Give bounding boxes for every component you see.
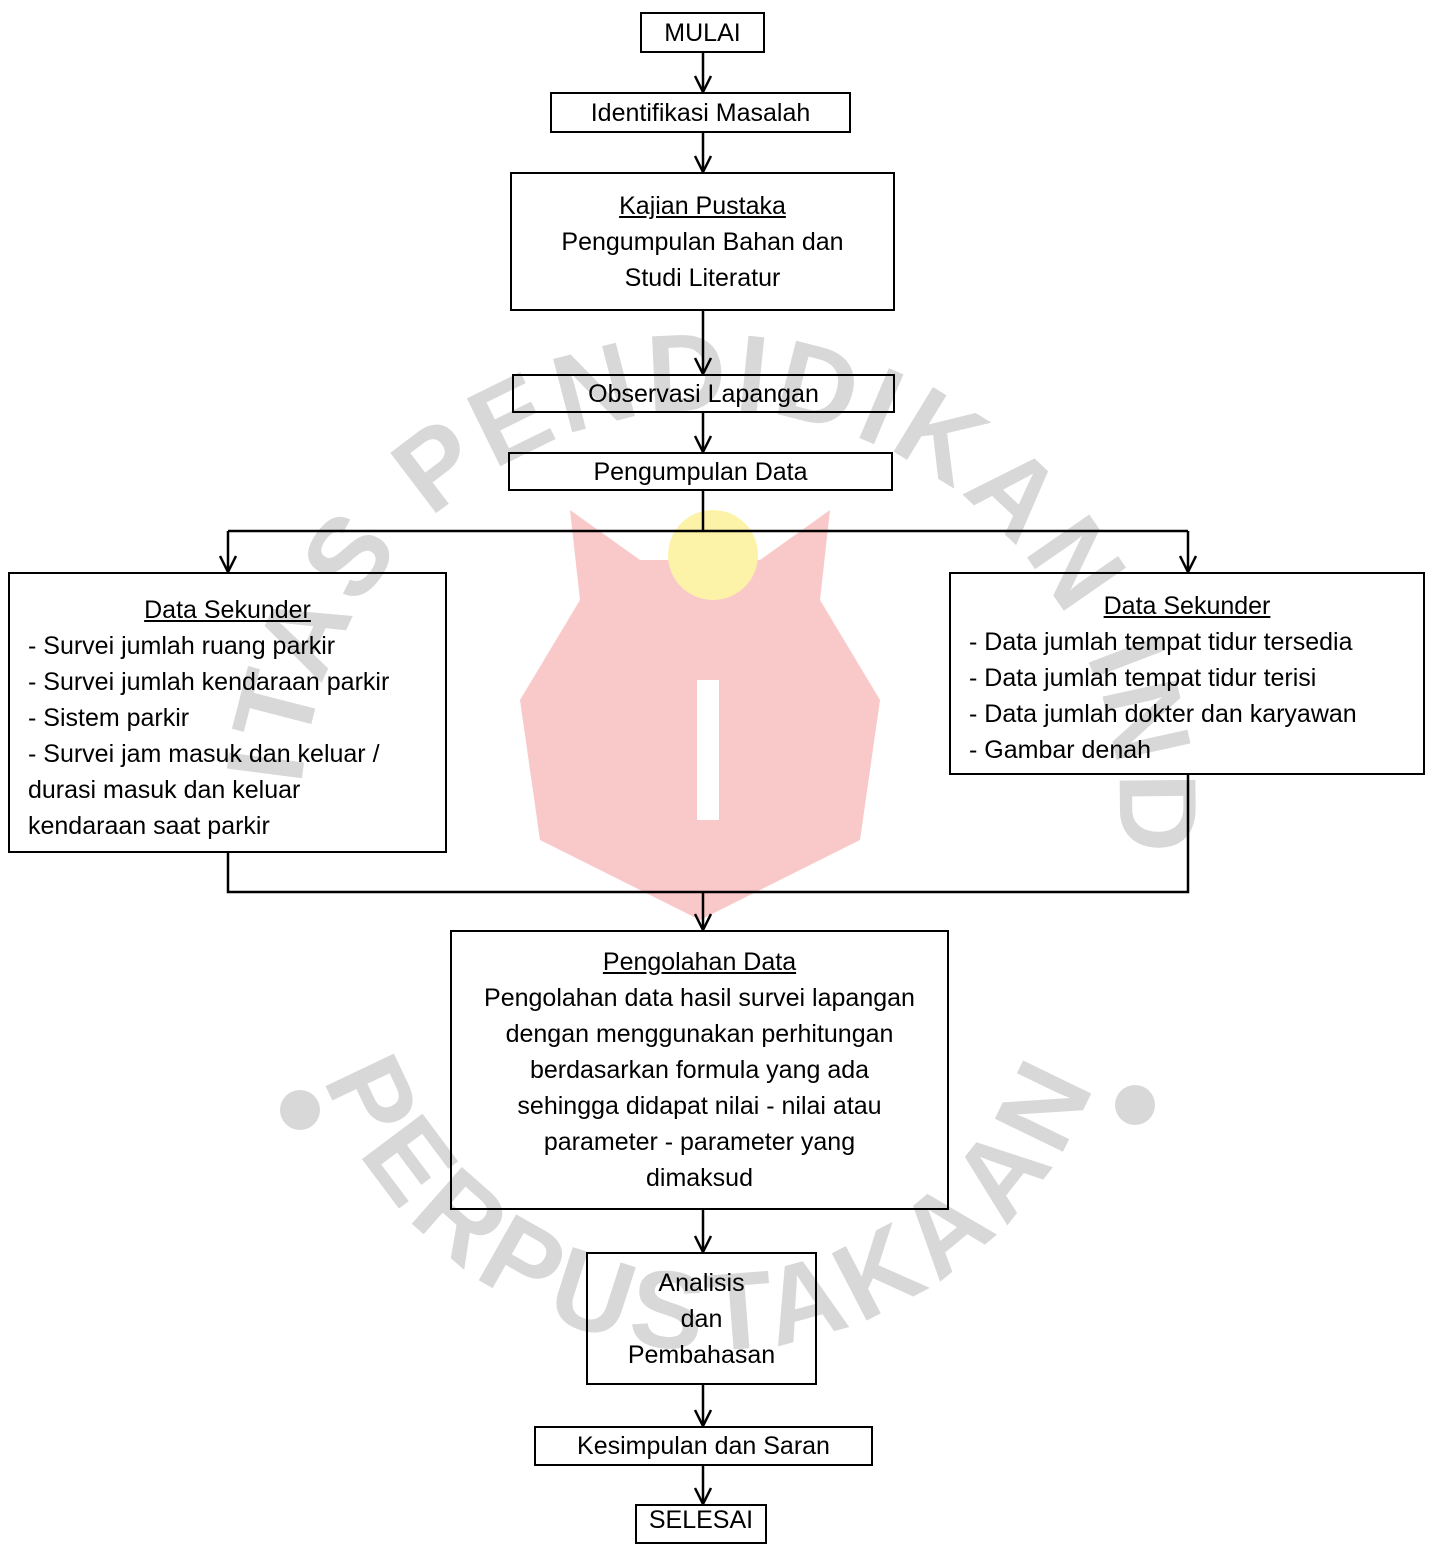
- node-sekunder-right-item: - Gambar denah: [969, 736, 1152, 764]
- node-selesai-label: SELESAI: [648, 1506, 754, 1534]
- node-pengumpulan-data: Pengumpulan Data: [508, 452, 893, 491]
- seal-dot-right: [1115, 1085, 1155, 1125]
- seal-dot-left: [280, 1090, 320, 1130]
- node-pengolahan-line: Pengolahan data hasil survei lapangan: [484, 984, 915, 1012]
- node-pengolahan-data: Pengolahan Data Pengolahan data hasil su…: [450, 930, 949, 1210]
- node-kajian-heading: Kajian Pustaka: [619, 191, 786, 220]
- merge-right: [703, 775, 1190, 894]
- node-pengolahan-line: parameter - parameter yang: [543, 1128, 856, 1156]
- node-sekunder-left-heading: Data Sekunder: [144, 596, 311, 624]
- node-pengolahan-line: berdasarkan formula yang ada: [529, 1056, 870, 1084]
- node-pengolahan-line: dengan menggunakan perhitungan: [505, 1020, 894, 1048]
- node-sekunder-left-item: - Survei jumlah ruang parkir: [28, 632, 336, 660]
- seal-emblem-stem: [697, 680, 719, 820]
- node-data-sekunder-left: Data Sekunder - Survei jumlah ruang park…: [8, 572, 447, 853]
- node-sekunder-right-item: - Data jumlah dokter dan karyawan: [969, 700, 1357, 728]
- node-mulai: MULAI: [640, 12, 765, 53]
- node-pengolahan-heading: Pengolahan Data: [602, 948, 797, 976]
- node-analisis: Analisis dan Pembahasan: [586, 1252, 817, 1385]
- node-selesai: SELESAI: [635, 1504, 767, 1544]
- node-sekunder-left-item: - Survei jam masuk dan keluar /: [28, 740, 380, 768]
- node-analisis-line: dan: [680, 1304, 723, 1333]
- node-observasi-label: Observasi Lapangan: [588, 379, 819, 408]
- node-identifikasi-masalah: Identifikasi Masalah: [550, 92, 851, 133]
- node-mulai-label: MULAI: [664, 18, 741, 47]
- node-kajian-pustaka: Kajian Pustaka Pengumpulan Bahan dan Stu…: [510, 172, 895, 311]
- node-sekunder-right-item: - Data jumlah tempat tidur tersedia: [969, 628, 1353, 656]
- node-sekunder-left-item: - Survei jumlah kendaraan parkir: [28, 668, 390, 696]
- node-sekunder-left-item: kendaraan saat parkir: [28, 812, 270, 840]
- node-kajian-line: Studi Literatur: [624, 263, 781, 292]
- node-analisis-line: Pembahasan: [627, 1340, 776, 1369]
- merge-left: [226, 853, 703, 894]
- node-kajian-line: Pengumpulan Bahan dan: [561, 227, 844, 256]
- node-kesimpulan-label: Kesimpulan dan Saran: [577, 1432, 830, 1460]
- node-analisis-line: Analisis: [658, 1268, 745, 1297]
- node-sekunder-right-heading: Data Sekunder: [1103, 592, 1271, 620]
- node-sekunder-left-item: - Sistem parkir: [28, 704, 190, 732]
- seal-sun: [668, 510, 758, 600]
- node-pengolahan-line: sehingga didapat nilai - nilai atau: [517, 1092, 882, 1120]
- node-identifikasi-label: Identifikasi Masalah: [590, 98, 811, 127]
- node-data-sekunder-right: Data Sekunder - Data jumlah tempat tidur…: [949, 572, 1425, 775]
- node-observasi-lapangan: Observasi Lapangan: [512, 374, 895, 413]
- node-sekunder-right-item: - Data jumlah tempat tidur terisi: [969, 664, 1317, 692]
- node-pengumpulan-label: Pengumpulan Data: [593, 457, 808, 486]
- node-pengolahan-line: dimaksud: [646, 1164, 753, 1192]
- node-sekunder-left-item: durasi masuk dan keluar: [28, 776, 301, 804]
- node-kesimpulan-saran: Kesimpulan dan Saran: [534, 1426, 873, 1466]
